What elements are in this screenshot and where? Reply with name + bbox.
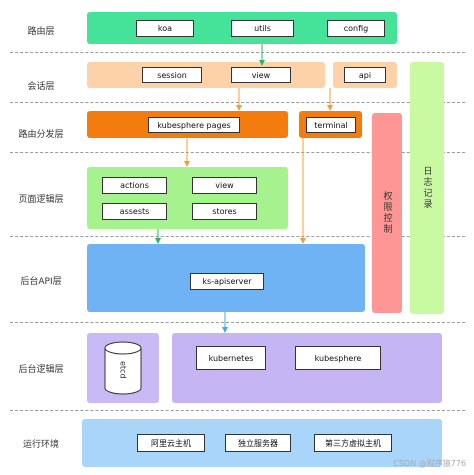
layer-label-dispatch: 路由分发层 — [18, 130, 64, 140]
utils-box: utils — [231, 20, 294, 37]
api-box: api — [344, 67, 386, 83]
actions-box: actions — [102, 177, 167, 194]
kubernetes-box: kubernetes — [196, 346, 266, 370]
layer-label-routing: 路由层 — [27, 27, 55, 37]
layer-divider — [10, 236, 465, 237]
layer-divider — [10, 52, 465, 53]
permission-label: 权限控制 — [381, 191, 392, 235]
database-cylinder-icon — [104, 341, 142, 395]
logging-panel: 日志记录 — [410, 62, 444, 314]
etcd-label: etcd — [118, 361, 128, 379]
logging-label: 日志记录 — [421, 166, 432, 210]
layer-label-runtime: 运行环境 — [22, 440, 59, 450]
layer-divider — [10, 322, 465, 323]
standalone-server-box: 独立服务器 — [225, 434, 291, 452]
layer-divider — [10, 410, 465, 411]
terminal-box: terminal — [306, 117, 356, 133]
layer-label-page-logic: 页面逻辑层 — [18, 195, 64, 205]
ks-apiserver-box: ks-apiserver — [190, 273, 264, 290]
session-box: session — [142, 67, 202, 83]
kubesphere-pages-box: kubesphere pages — [148, 117, 240, 133]
layer-divider — [10, 102, 465, 103]
layer-label-session: 会话层 — [27, 82, 55, 92]
koa-box: koa — [136, 20, 194, 37]
permission-panel: 权限控制 — [372, 113, 402, 313]
kubesphere-box: kubesphere — [295, 346, 381, 370]
stores-box: stores — [192, 203, 257, 220]
layer-label-backend-logic: 后台逻辑层 — [18, 365, 64, 375]
view-box: view — [231, 67, 291, 83]
watermark: CSDN @程序猿776 — [393, 459, 466, 468]
third-party-vm-box: 第三方虚拟主机 — [314, 434, 392, 452]
layer-label-backend-api: 后台API层 — [20, 277, 62, 287]
aliyun-host-box: 阿里云主机 — [137, 434, 205, 452]
config-box: config — [327, 20, 385, 37]
layer-divider — [10, 152, 465, 153]
assests-box: assests — [102, 203, 167, 220]
page-view-box: view — [192, 177, 257, 194]
